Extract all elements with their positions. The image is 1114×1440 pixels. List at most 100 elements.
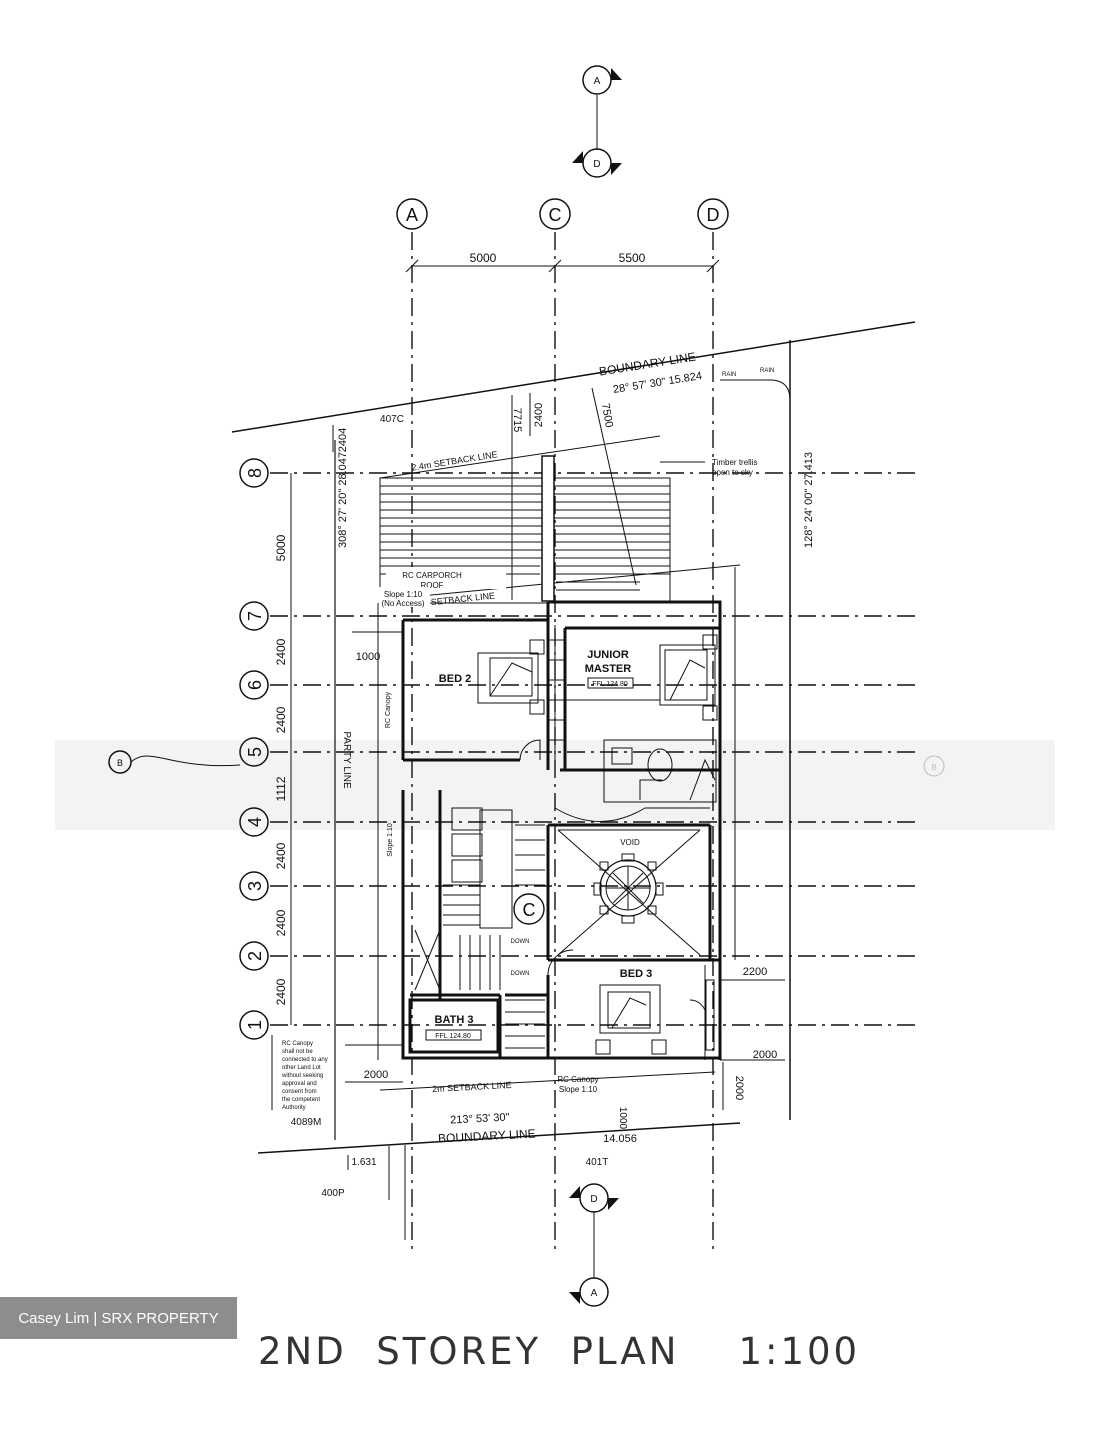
grid-row-8: 8 — [245, 468, 265, 478]
rain-label-1: RAIN — [722, 372, 736, 378]
dim-row-2-1: 2400 — [274, 978, 288, 1005]
carporch-label-2: ROOF — [420, 581, 443, 590]
canopy-note: RC Canopy shall not be connected to any … — [271, 1035, 403, 1111]
note-line-7: consent from — [282, 1089, 317, 1095]
note-line-8: the competent — [282, 1097, 320, 1103]
dim-2000-right-v: 2000 — [733, 1076, 745, 1100]
room-label-void: VOID — [620, 838, 640, 847]
note-line-4: other Land Lot — [282, 1065, 321, 1071]
note-line-2: shall not be — [282, 1049, 313, 1055]
grid-col-a: A — [406, 205, 418, 225]
grid-row-6: 6 — [245, 680, 265, 690]
column-grid: A C D 5000 5500 — [396, 198, 729, 1250]
dim-2000-right: 2000 — [753, 1049, 777, 1061]
setback-2m-label: 2m SETBACK LINE — [432, 1080, 512, 1094]
section-marker-bottom: D A — [569, 1183, 619, 1307]
dim-row-6-5: 2400 — [274, 706, 288, 733]
dim-7500: 7500 — [599, 402, 615, 428]
section-label-right: B — [931, 763, 936, 772]
dim-2400-top: 2400 — [533, 403, 545, 427]
grid-col-c: C — [549, 205, 562, 225]
dim-row-5-4: 1112 — [274, 776, 288, 801]
stair-mark-c: C — [523, 900, 536, 920]
dim-7715: 7715 — [511, 408, 523, 432]
room-label-bed-2: BED 2 — [439, 673, 471, 685]
room-bed-3: BED 3 — [595, 968, 715, 1055]
lot-bottom-left-label: 400P — [321, 1188, 345, 1199]
carporch-label-1: RC CARPORCH — [402, 571, 462, 580]
slope-side-label: Slope 1:10 — [387, 823, 394, 857]
grid-row-5: 5 — [245, 747, 265, 757]
dim-col-c-d: 5500 — [619, 251, 646, 265]
setback-24-label: 2.4m SETBACK LINE — [411, 449, 499, 472]
boundary-bottom-label: BOUNDARY LINE — [438, 1126, 536, 1145]
stair-down-label-2: DOWN — [511, 971, 530, 977]
boundary-bottom-length: 14.056 — [603, 1133, 637, 1145]
dim-1000: 1000 — [356, 651, 380, 663]
timber-label-1: Timber trellis — [712, 458, 757, 467]
room-label-bed-3: BED 3 — [620, 968, 652, 980]
dim-1000-bottom: 1000 — [617, 1107, 628, 1130]
lot-top-label: 407C — [380, 414, 404, 425]
section-label-top-d: D — [593, 159, 600, 170]
note-line-1: RC Canopy — [282, 1041, 313, 1047]
canopy-label-2: Slope 1:10 — [559, 1085, 598, 1094]
building-walls — [377, 567, 736, 1060]
grid-row-4: 4 — [245, 817, 265, 827]
dim-1631: 1.631 — [351, 1157, 376, 1168]
grid-col-d: D — [707, 205, 720, 225]
room-label-bath-3: BATH 3 — [435, 1014, 474, 1026]
room-bath-3: BATH 3 FFL 124.80 — [408, 998, 500, 1054]
dim-row-7-6: 2400 — [274, 638, 288, 665]
grid-row-2: 2 — [245, 951, 265, 961]
note-line-5: without seeking — [281, 1073, 323, 1079]
dimension-notes: 1000 2200 2000 2000 2000 1000 RC Canopy … — [341, 631, 785, 1130]
ffl-bath-3: FFL 124.80 — [435, 1033, 471, 1040]
boundary-bottom-bearing: 213° 53' 30" — [450, 1111, 510, 1126]
grid-row-1: 1 — [245, 1020, 265, 1030]
canopy-label-1: RC Canopy — [557, 1075, 598, 1084]
slope-top-label-1: Slope 1:10 — [384, 590, 423, 599]
canopy-side-label: RC Canopy — [385, 691, 392, 728]
section-label-bottom-a: A — [591, 1288, 598, 1299]
rain-pipe: RAIN RAIN — [720, 368, 791, 401]
dim-2404: 2404 — [337, 428, 349, 452]
dim-row-4-3: 2400 — [274, 842, 288, 869]
section-label-left: B — [117, 758, 123, 768]
grid-row-7: 7 — [245, 611, 265, 621]
staircase: C DOWN DOWN — [414, 807, 574, 1049]
plan-title: 2ND STOREY PLAN 1:100 — [258, 1330, 861, 1373]
grid-row-3: 3 — [245, 881, 265, 891]
boundary-right-length: 128° 24' 00" 27.413 — [803, 452, 815, 548]
watermark-badge: Casey Lim | SRX PROPERTY — [0, 1297, 237, 1339]
section-label-bottom-d: D — [590, 1194, 597, 1205]
lot-left-label: 4089M — [291, 1117, 322, 1128]
section-marker-top: A D — [572, 65, 622, 178]
room-void: VOID — [554, 807, 710, 956]
room-label-junior-master-2: MASTER — [585, 663, 632, 675]
dim-2200: 2200 — [743, 966, 767, 978]
dim-row-3-2: 2400 — [274, 909, 288, 936]
stair-down-label-1: DOWN — [511, 939, 530, 945]
rain-label-2: RAIN — [760, 368, 774, 374]
room-junior-master: JUNIOR MASTER FFL 124.80 — [548, 625, 718, 765]
room-ensuite — [603, 739, 717, 803]
dim-col-a-c: 5000 — [470, 251, 497, 265]
section-marker-side: B B — [108, 750, 945, 777]
timber-trellis: Timber trellis open to sky RC CARPORCH R… — [378, 455, 757, 608]
note-line-3: connected to any — [282, 1057, 328, 1063]
party-line-label: PARTY LINE — [341, 731, 352, 789]
room-label-junior-master-1: JUNIOR — [587, 649, 629, 661]
note-line-6: approval and — [282, 1081, 317, 1087]
note-line-9: Authority — [282, 1105, 306, 1111]
boundary-left-length: 308° 27' 20" 28.047 — [337, 452, 349, 548]
ffl-junior-master: FFL 124.80 — [592, 681, 628, 688]
dim-2000-left: 2000 — [364, 1069, 388, 1081]
dim-row-8-7: 5000 — [274, 534, 288, 561]
room-bed-2: BED 2 — [439, 639, 545, 761]
lot-bottom-right-label: 401T — [586, 1157, 609, 1168]
timber-label-2: open to sky — [712, 468, 753, 477]
slope-top-label-2: (No Access) — [381, 599, 424, 608]
section-label-top-a: A — [594, 76, 601, 87]
